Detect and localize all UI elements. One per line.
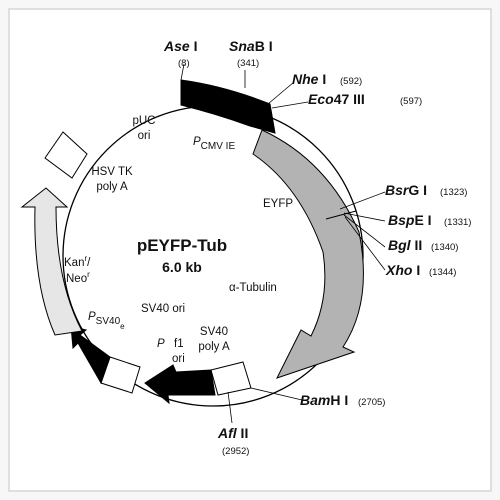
- pcmv-label: PCMV IE: [193, 136, 235, 152]
- hsv-tk-label-1: HSV TK: [91, 166, 133, 178]
- site-afl: Afl II: [217, 425, 248, 441]
- tubulin-label: α-Tubulin: [229, 282, 277, 294]
- site-nhe-pos: (592): [340, 76, 362, 87]
- site-bsrg-pos: (1323): [440, 187, 467, 198]
- site-ase-pos: (8): [178, 58, 190, 69]
- sv40-ori-label: SV40 ori: [141, 303, 185, 315]
- site-ase: Ase I: [163, 38, 197, 54]
- site-bamh: BamH I: [300, 392, 348, 408]
- site-bamh-pos: (2705): [358, 397, 385, 408]
- psv40e-label: PSV40e: [88, 311, 125, 331]
- site-bgl: Bgl II: [388, 237, 422, 253]
- kan-neo-arrow: [20, 187, 83, 336]
- sv40-polya-label-2: poly A: [198, 341, 230, 353]
- site-nhe: Nhe I: [292, 71, 326, 87]
- site-xho: Xho I: [385, 262, 420, 278]
- site-eco47-pos: (597): [400, 96, 422, 107]
- hsv-tk-label-2: poly A: [96, 181, 128, 193]
- puc-ori-label-1: pUC: [132, 115, 155, 127]
- neo-label: Neor: [66, 270, 90, 285]
- psv40e-promoter-arrow: [70, 325, 111, 385]
- f1-label: f1: [174, 338, 184, 350]
- plasmid-size: 6.0 kb: [162, 259, 202, 275]
- hsv-tk-polya-box: [44, 131, 88, 179]
- eyfp-tubulin-arrow: [252, 129, 364, 379]
- pcmv-promoter-arrow: [180, 79, 276, 134]
- site-snab-pos: (341): [237, 58, 259, 69]
- eyfp-label: EYFP: [263, 198, 293, 210]
- plasmid-name: pEYFP-Tub: [137, 236, 227, 255]
- site-xho-pos: (1344): [429, 267, 456, 278]
- f1-promoter-label: P: [157, 338, 165, 350]
- site-bspe: BspE I: [388, 212, 432, 228]
- kan-label: Kanr/: [64, 254, 91, 269]
- site-afl-pos: (2952): [222, 446, 249, 457]
- eyfp-divider: [325, 210, 357, 220]
- f1-ori-arrow: [144, 364, 216, 405]
- puc-ori-label-2: ori: [138, 130, 151, 142]
- site-bspe-pos: (1331): [444, 217, 471, 228]
- figure-frame: [8, 8, 492, 492]
- site-leaders: [180, 63, 386, 424]
- site-snab: SnaB I: [229, 38, 273, 54]
- site-bsrg: BsrG I: [385, 182, 427, 198]
- site-bgl-pos: (1340): [431, 242, 458, 253]
- sv40-polya-label-1: SV40: [200, 326, 228, 338]
- f1-ori-label: ori: [172, 353, 185, 365]
- site-eco47: Eco47 III: [308, 91, 365, 107]
